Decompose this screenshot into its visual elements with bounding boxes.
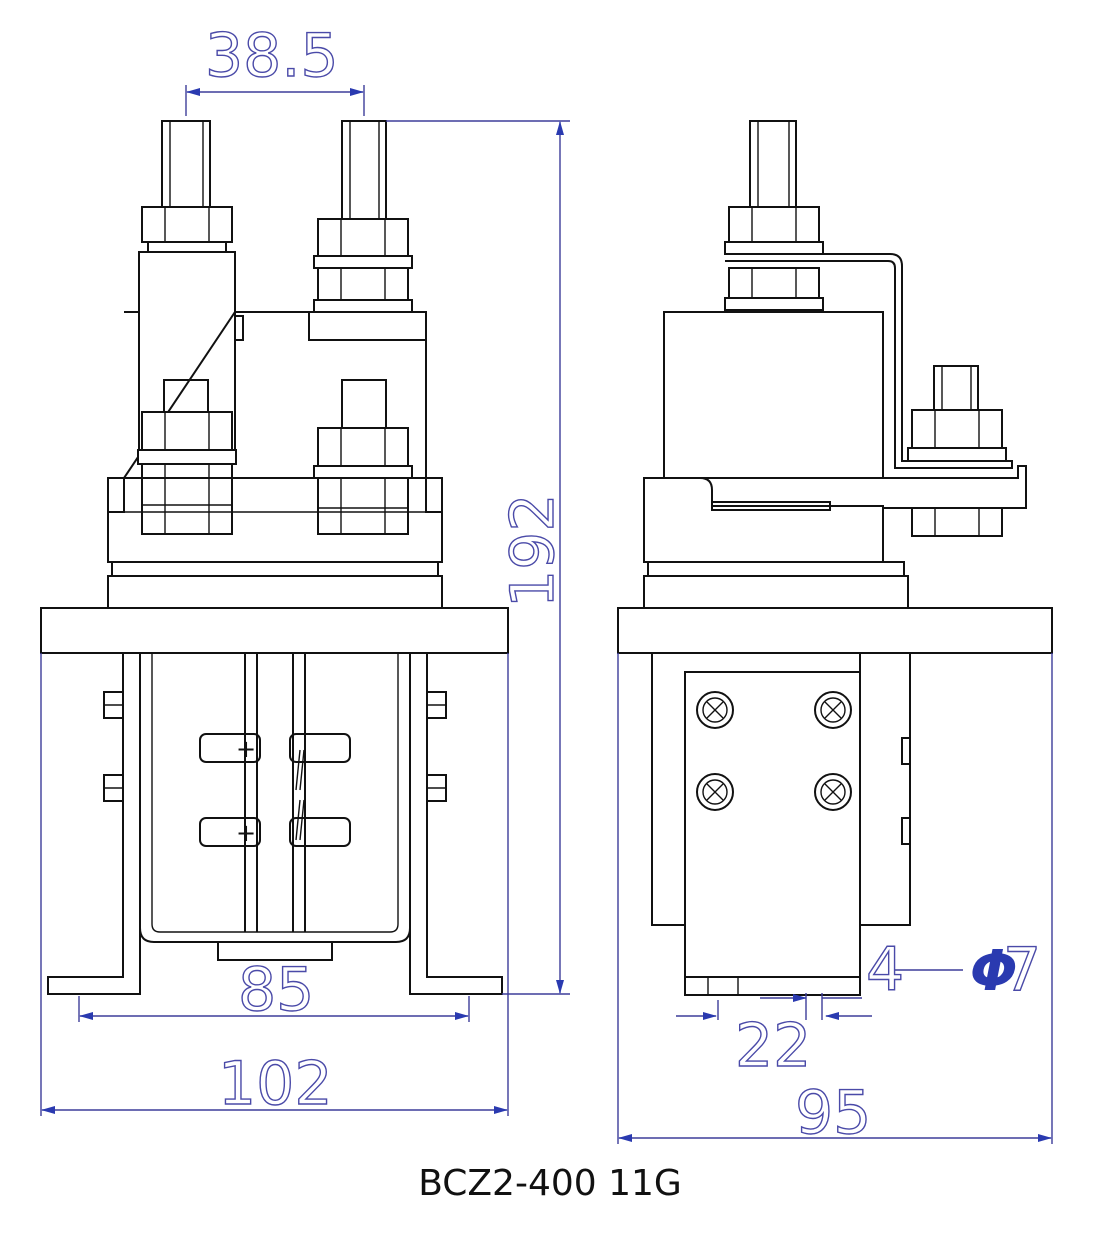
dim-width: 102 bbox=[218, 1049, 333, 1119]
technical-drawing: + + bbox=[40, 20, 1053, 1149]
dim-terminal-spacing: 38.5 bbox=[205, 21, 339, 91]
screw-head-icon bbox=[814, 773, 852, 811]
dim-height: 192 bbox=[498, 493, 568, 608]
drawing-title: BCZ2-400 11G bbox=[418, 1163, 682, 1204]
screw-head-icon bbox=[696, 691, 734, 729]
dim-depth: 95 bbox=[795, 1078, 871, 1148]
dim-holes-diameter: 7 bbox=[1003, 935, 1041, 1005]
side-view bbox=[617, 120, 1053, 996]
screw-head-icon bbox=[696, 773, 734, 811]
dim-holes-count: 4 bbox=[866, 935, 904, 1005]
svg-text:+: + bbox=[236, 735, 256, 763]
screw-head-icon bbox=[814, 691, 852, 729]
dim-hole-spacing: 22 bbox=[735, 1011, 811, 1081]
svg-text:+: + bbox=[236, 819, 256, 847]
dim-mount-spacing: 85 bbox=[238, 955, 314, 1025]
diameter-symbol-icon: Φ bbox=[970, 939, 1018, 1004]
front-view: + + bbox=[40, 120, 509, 995]
side-dimensions bbox=[617, 653, 1053, 1144]
front-dimensions bbox=[40, 85, 570, 1116]
